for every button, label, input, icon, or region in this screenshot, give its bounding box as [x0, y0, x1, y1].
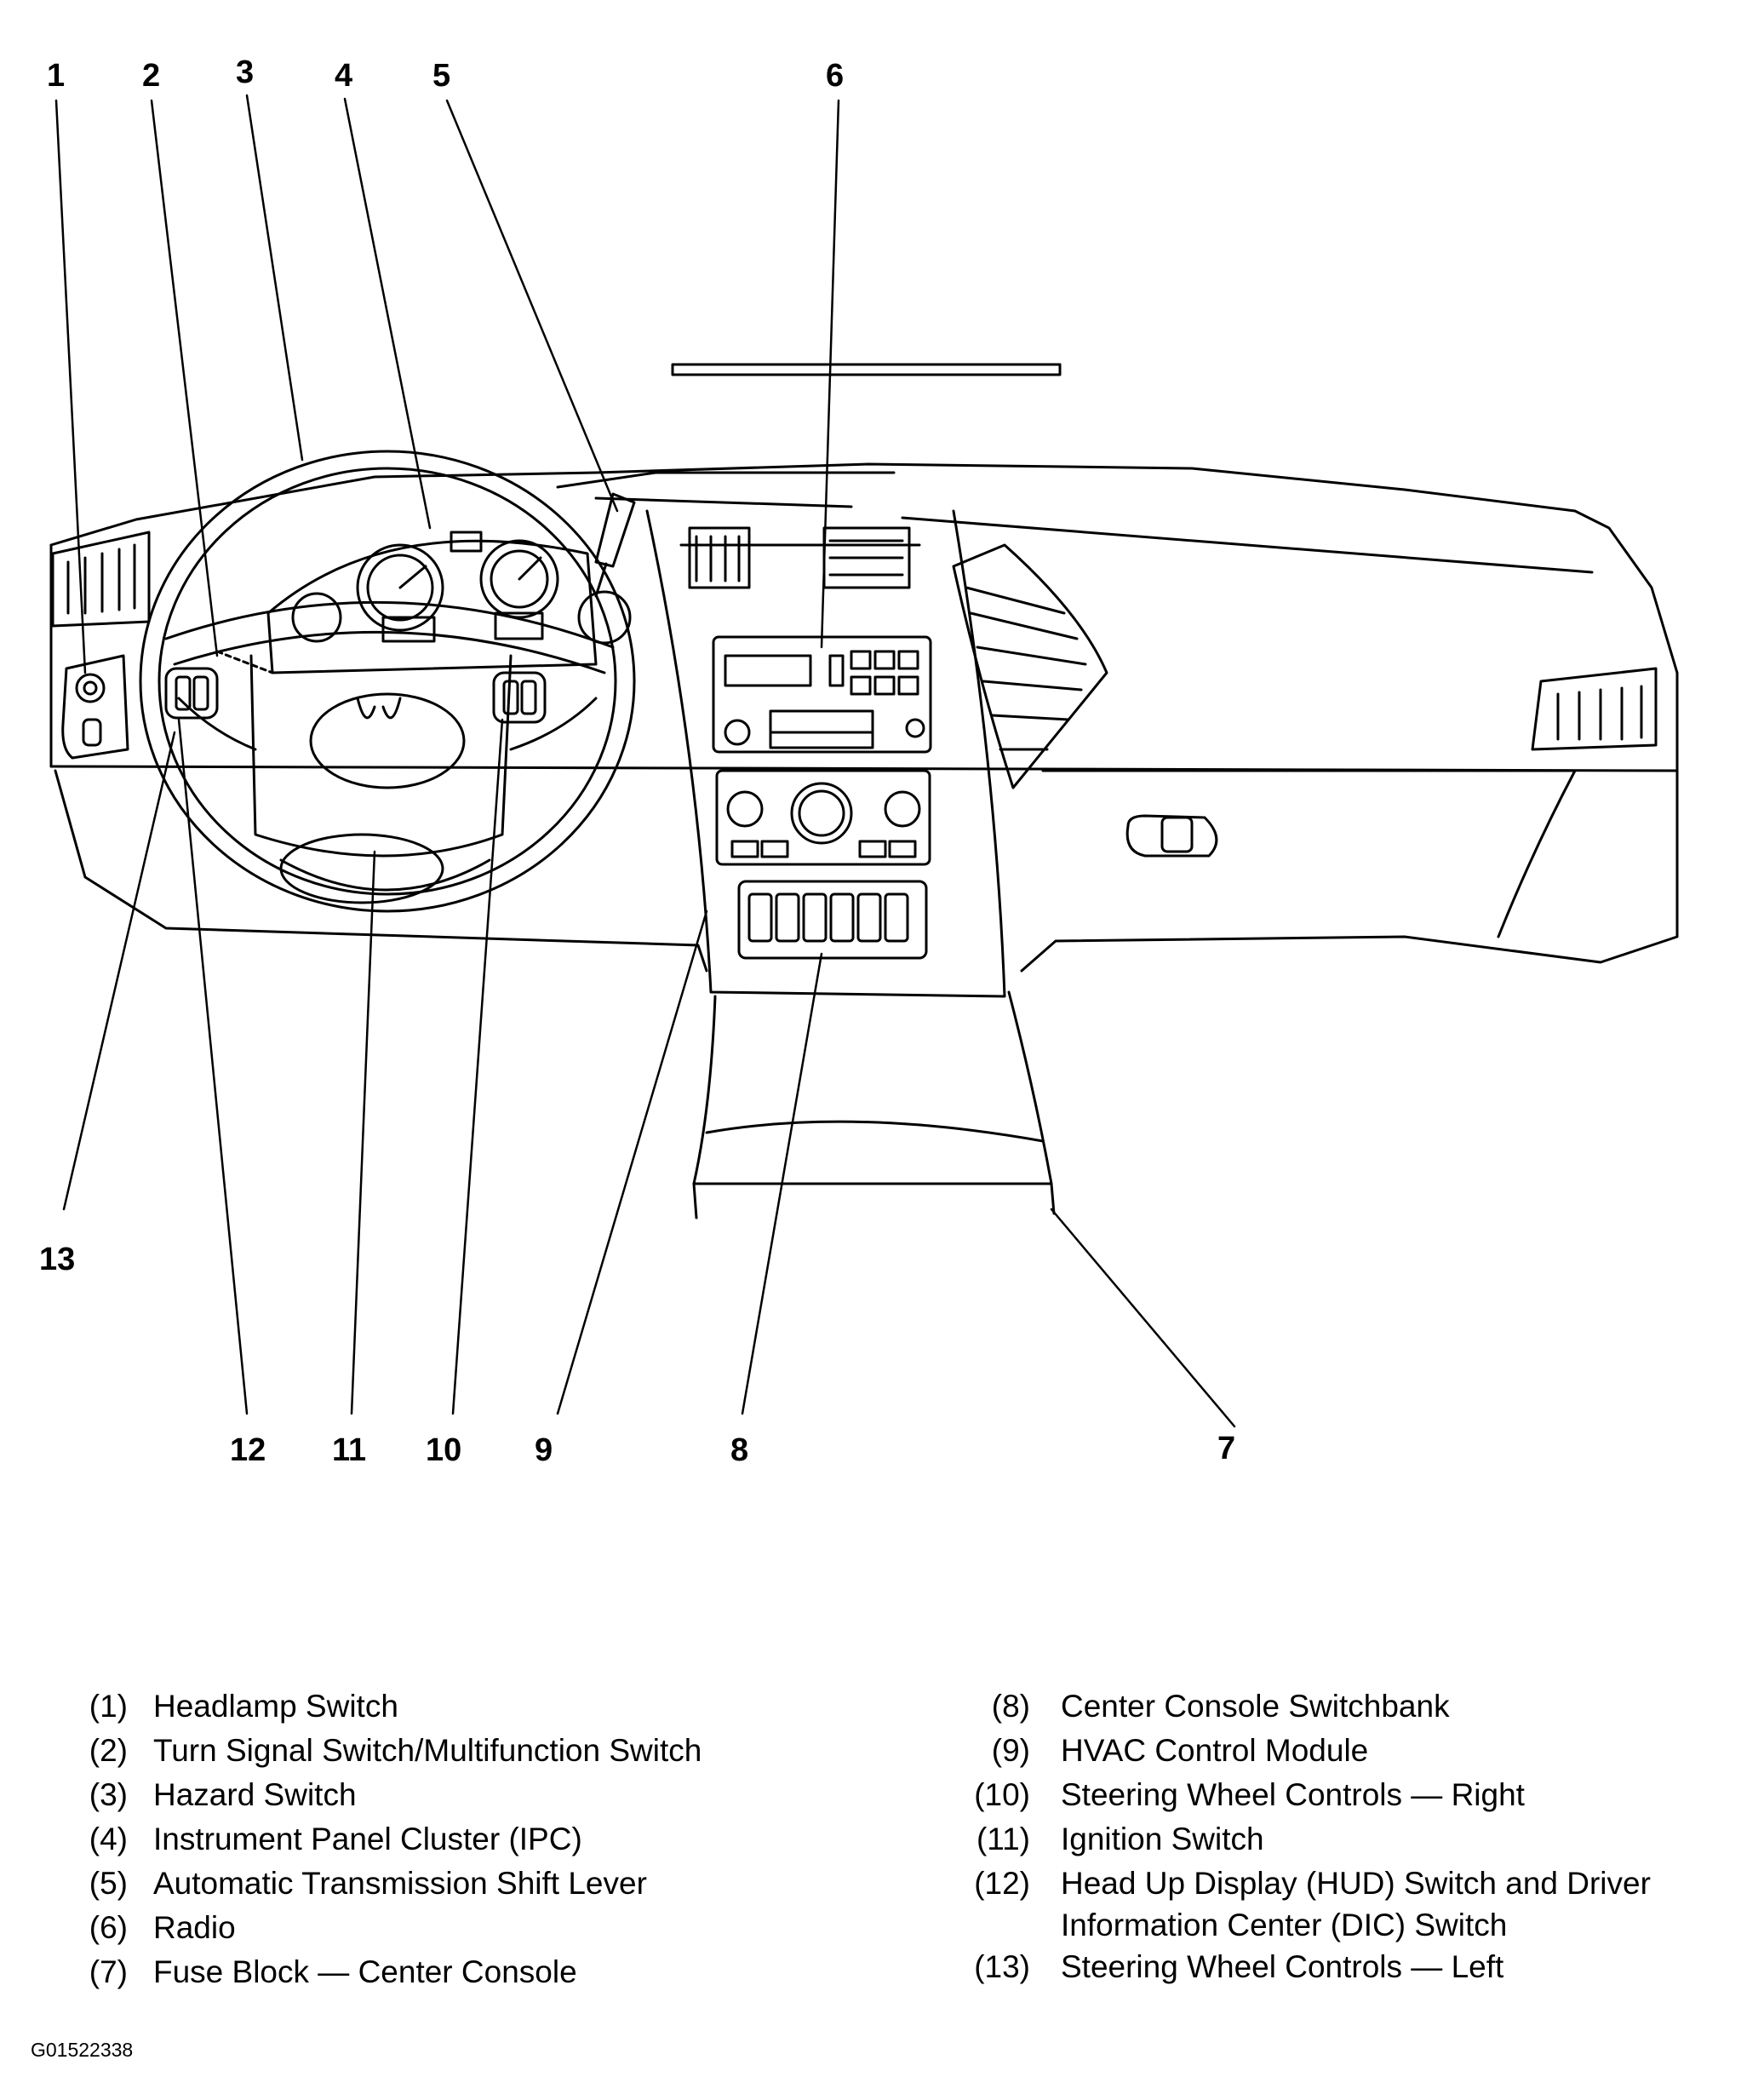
figure-code: G01522338: [31, 2039, 134, 2061]
center-console: [692, 990, 1056, 1219]
dashboard-diagram: [49, 94, 1679, 1428]
steering-wheel-control-pads: [164, 650, 547, 724]
legend-item: (2) Turn Signal Switch/Multifunction Swit…: [56, 1729, 908, 1773]
left-air-vent: [51, 531, 151, 628]
shift-lever: [594, 492, 636, 598]
callout-13: 13: [39, 1242, 76, 1277]
legend-left-column: (1) Headlamp Switch (2) Turn Signal Switch…: [56, 1684, 908, 1994]
legend-text: Fuse Block — Center Console: [153, 1954, 577, 1989]
callout-8: 8: [730, 1432, 749, 1468]
callout-2: 2: [142, 58, 161, 94]
legend-text: Ignition Switch: [1061, 1822, 1264, 1856]
legend-text-line-2: Information Center (DIC) Switch: [1061, 1908, 1508, 1942]
legend-text: Instrument Panel Cluster (IPC): [153, 1822, 582, 1856]
callout-5: 5: [432, 58, 451, 94]
headlamp-switch-module: [61, 654, 129, 760]
glove-box: [1041, 769, 1577, 938]
callout-1: 1: [47, 58, 66, 94]
legend-item: (4) Instrument Panel Cluster (IPC): [56, 1817, 908, 1862]
legend-item: (6) Radio: [56, 1906, 908, 1950]
steering-wheel: [139, 450, 636, 913]
legend-text-line-1: Head Up Display (HUD) Switch and Driver: [1061, 1866, 1651, 1901]
right-air-vents: [952, 543, 1658, 789]
legend-text: Turn Signal Switch/Multifunction Switch: [153, 1733, 702, 1768]
legend-number: (1): [89, 1689, 128, 1724]
callout-7: 7: [1217, 1431, 1236, 1466]
legend-item: (8) Center Console Switchbank: [962, 1684, 1728, 1729]
legend-item: (9) HVAC Control Module: [962, 1729, 1728, 1773]
legend-text: Center Console Switchbank: [1061, 1689, 1450, 1724]
legend-number: (5): [89, 1866, 128, 1901]
callout-12: 12: [230, 1432, 266, 1468]
legend-number: (11): [976, 1822, 1030, 1856]
legend-number: (7): [89, 1954, 128, 1989]
center-stack: [645, 509, 1006, 998]
legend-item: (13) Steering Wheel Controls — Left: [962, 1945, 1728, 1989]
legend-item: (7) Fuse Block — Center Console: [56, 1950, 908, 1994]
callout-9: 9: [535, 1432, 553, 1468]
legend-number: (6): [89, 1910, 128, 1945]
callout-10: 10: [426, 1432, 462, 1468]
legend-number: (4): [89, 1822, 128, 1856]
legend-text: Hazard Switch: [153, 1777, 357, 1812]
legend-text: Radio: [153, 1910, 236, 1945]
legend-right-column: (8) Center Console Switchbank (9) HVAC Con…: [962, 1684, 1728, 1989]
legend-text: Automatic Transmission Shift Lever: [153, 1866, 647, 1901]
legend-item: (11) Ignition Switch: [962, 1817, 1728, 1862]
legend-number: (10): [974, 1777, 1030, 1812]
callout-3: 3: [236, 55, 255, 90]
legend-number: (3): [89, 1777, 128, 1812]
legend-item: (12) Head Up Display (HUD) Switch and Dri…: [962, 1862, 1728, 1945]
legend-text: Headlamp Switch: [153, 1689, 398, 1724]
legend-item: (1) Headlamp Switch: [56, 1684, 908, 1729]
legend-number: (12): [974, 1866, 1030, 1901]
legend-item: (3) Hazard Switch: [56, 1773, 908, 1817]
legend-item: (5) Automatic Transmission Shift Lever: [56, 1862, 908, 1906]
callout-6: 6: [826, 58, 845, 94]
legend-text: Steering Wheel Controls — Right: [1061, 1777, 1525, 1812]
instrument-cluster: [266, 531, 632, 674]
callout-11: 11: [332, 1432, 367, 1468]
legend-text: HVAC Control Module: [1061, 1733, 1369, 1768]
legend-number: (2): [89, 1733, 128, 1768]
legend-number: (8): [991, 1689, 1030, 1724]
legend-number: (13): [974, 1949, 1030, 1984]
callout-4: 4: [335, 58, 353, 94]
legend-item: (10) Steering Wheel Controls — Right: [962, 1773, 1728, 1817]
legend-number: (9): [991, 1733, 1030, 1768]
legend-text: Steering Wheel Controls — Left: [1061, 1949, 1504, 1984]
leader-lines: [54, 94, 1236, 1428]
